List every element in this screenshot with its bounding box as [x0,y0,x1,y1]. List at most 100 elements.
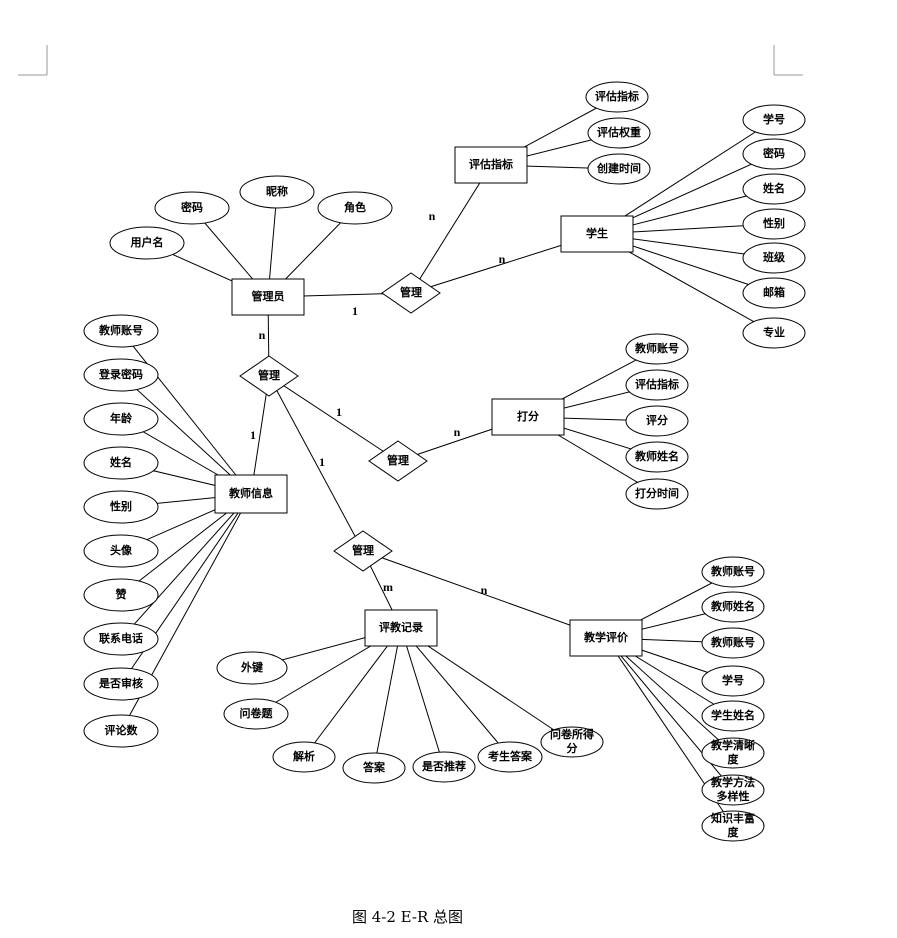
attribute-label: 角色 [344,200,366,214]
attribute-label: 教师账号 [710,564,755,578]
entity-teacher [214,474,288,514]
relationship-line [362,550,607,639]
attribute-line [120,493,252,640]
attribute-label: 教师账号 [98,323,143,337]
attribute-line [120,374,252,495]
attribute-line [400,627,511,758]
attribute-label: 解析 [293,749,315,763]
relationship-rel_score [368,440,428,482]
attribute-student [742,242,806,274]
attribute-label: 赞 [115,587,127,601]
attribute-teacher [83,534,159,568]
attribute-line [373,627,402,769]
attribute-evaluation [701,627,765,659]
attribute-teacher [83,446,159,480]
relationship-line [268,375,399,462]
attribute-evaluation [701,591,765,623]
attribute-label: 用户名 [131,235,164,249]
attribute-student [742,138,806,170]
attribute-label: 密码 [763,146,785,160]
attribute-evaluation [701,665,765,697]
page-corner-marks [18,45,803,76]
attribute-score [625,333,689,365]
relationship-line [268,375,364,552]
attribute-student [742,104,806,136]
attribute-indicator [587,117,651,149]
attribute-evaluation [701,737,765,769]
attribute-line [400,627,573,743]
relationship-label: 管理 [352,543,374,557]
entity-label: 评教记录 [379,620,423,634]
attribute-admin [154,191,230,225]
cardinality-label: n [259,328,266,342]
attribute-record [272,741,336,773]
attribute-label: 教师账号 [710,635,755,649]
attribute-score [625,441,689,473]
attribute-label: 外键 [240,660,264,674]
attribute-student [742,277,806,309]
attribute-label: 性别 [763,216,785,230]
cardinality-label: n [454,425,461,439]
attribute-label: 头像 [110,543,133,557]
attribute-record [342,752,406,784]
attribute-label: 教学清晰度 [710,738,755,766]
relationship-label: 管理 [400,285,422,299]
attribute-student [742,173,806,205]
attribute-record [223,698,289,730]
cardinality-label: m [383,580,393,594]
attribute-label: 评估指标 [595,89,639,103]
attribute-label: 登录密码 [98,367,143,381]
attribute-admin [239,175,315,209]
entity-label: 教学评价 [583,630,629,644]
attribute-line [605,637,734,754]
attribute-admin [109,226,185,260]
cardinality-label: 1 [319,455,325,469]
attribute-evaluation [701,810,765,842]
attribute-line [400,627,445,768]
entity-label: 管理员 [252,289,285,303]
attribute-line [605,637,734,791]
attribute-record [216,651,288,685]
attribute-label: 教学方法多样性 [710,775,755,803]
attribute-evaluation [701,700,765,732]
cardinality-label: n [499,252,506,266]
attribute-teacher [83,622,159,656]
attribute-label: 是否推荐 [421,759,466,773]
attribute-label: 考生答案 [488,749,533,763]
entity-indicator [454,146,528,184]
attribute-evaluation [701,774,765,806]
attribute-teacher [83,314,159,348]
attribute-teacher [83,578,159,612]
entity-admin [231,278,305,316]
relationship-label: 管理 [387,453,409,467]
attribute-label: 教师姓名 [710,599,755,613]
attribute-record [412,751,476,783]
attribute-indicator [585,81,649,113]
attribute-teacher [83,402,159,436]
attribute-score [625,478,689,510]
attribute-label: 邮箱 [763,285,785,299]
attribute-teacher [83,490,159,524]
attribute-label: 年龄 [110,411,133,425]
attribute-label: 性别 [110,499,132,513]
attribute-label: 教师姓名 [634,449,679,463]
attribute-label: 教师账号 [634,341,679,355]
attribute-label: 评估权重 [597,125,641,139]
attribute-label: 问卷题 [240,706,274,720]
cardinality-label: 1 [336,405,342,419]
figure-caption: 图 4-2 E-R 总图 [351,908,464,926]
relationship-line [410,164,492,294]
entity-evaluation [569,619,643,657]
entity-score [491,398,565,436]
entity-label: 打分 [517,409,539,423]
attribute-admin [317,191,393,225]
attribute-indicator [587,153,651,185]
attribute-label: 联系电话 [99,631,143,645]
entity-student [560,215,634,253]
cardinality-label: n [481,583,488,597]
attribute-label: 问卷所得分 [550,727,594,755]
attribute-score [625,369,689,401]
cardinality-label: 1 [352,304,358,318]
attribute-label: 姓名 [110,455,132,469]
